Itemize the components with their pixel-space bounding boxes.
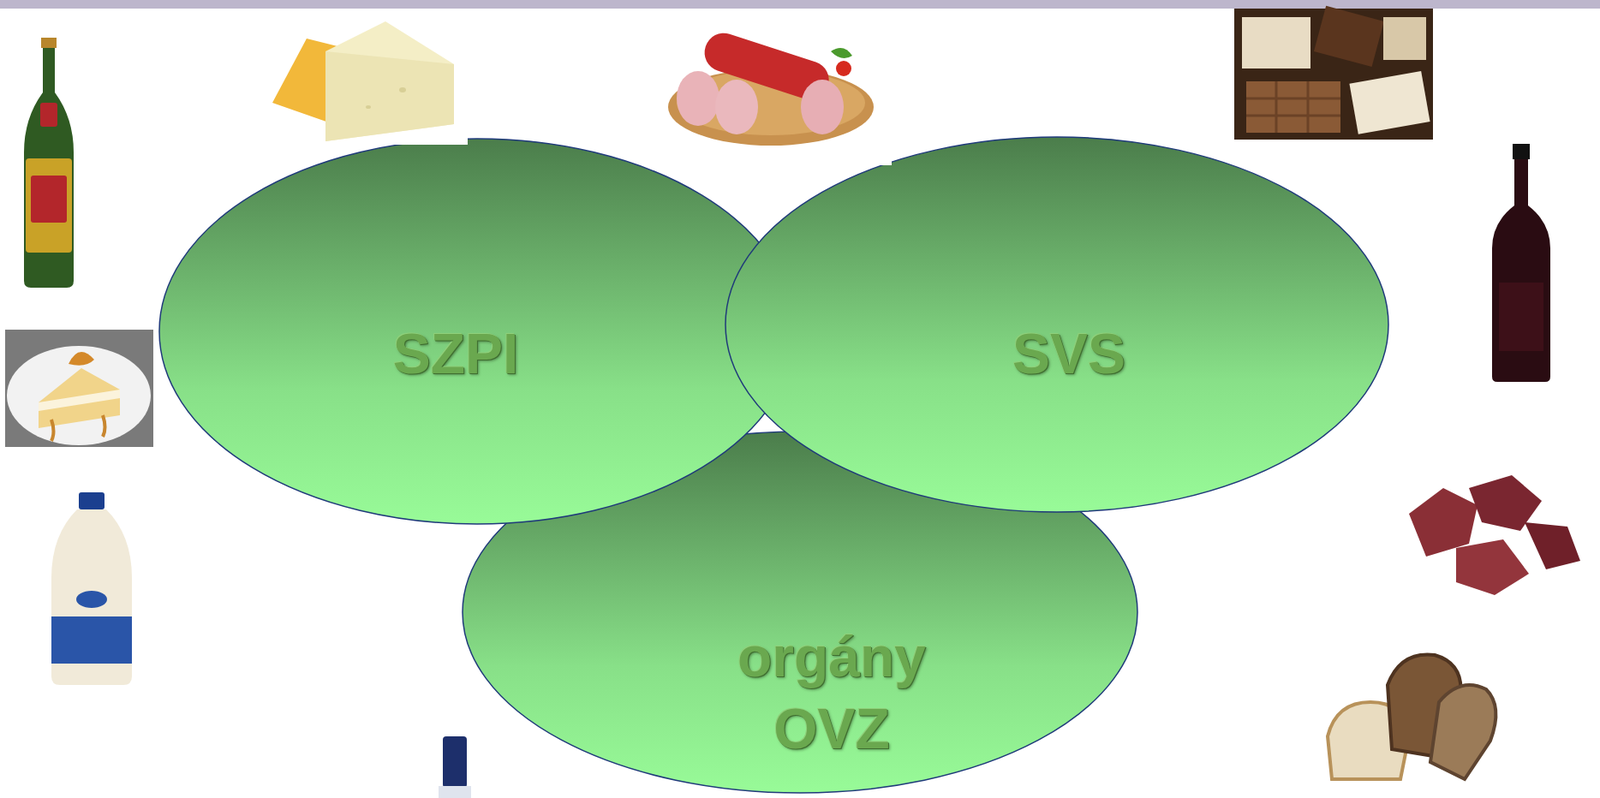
wine-photo bbox=[1479, 137, 1565, 386]
chocolate-photo bbox=[1234, 5, 1433, 140]
meat-photo bbox=[1391, 460, 1592, 620]
ellipse-label: SVS bbox=[897, 318, 1241, 391]
ellipse-label: orgány OVZ bbox=[707, 621, 956, 766]
milk-photo bbox=[5, 486, 179, 693]
ellipse-label: SZPI bbox=[284, 318, 627, 391]
top-band bbox=[0, 0, 1600, 9]
venn-ellipse: SZPI bbox=[158, 137, 796, 526]
bottle-photo bbox=[426, 732, 485, 798]
cheese-photo bbox=[262, 8, 468, 145]
cake-photo bbox=[5, 329, 154, 448]
ellipse-shape bbox=[159, 138, 795, 525]
beer-photo bbox=[8, 35, 90, 292]
salami-photo bbox=[650, 8, 892, 166]
bread-photo bbox=[1313, 642, 1507, 789]
venn-ellipse: SVS bbox=[724, 136, 1390, 514]
ellipse-shape bbox=[725, 137, 1389, 513]
